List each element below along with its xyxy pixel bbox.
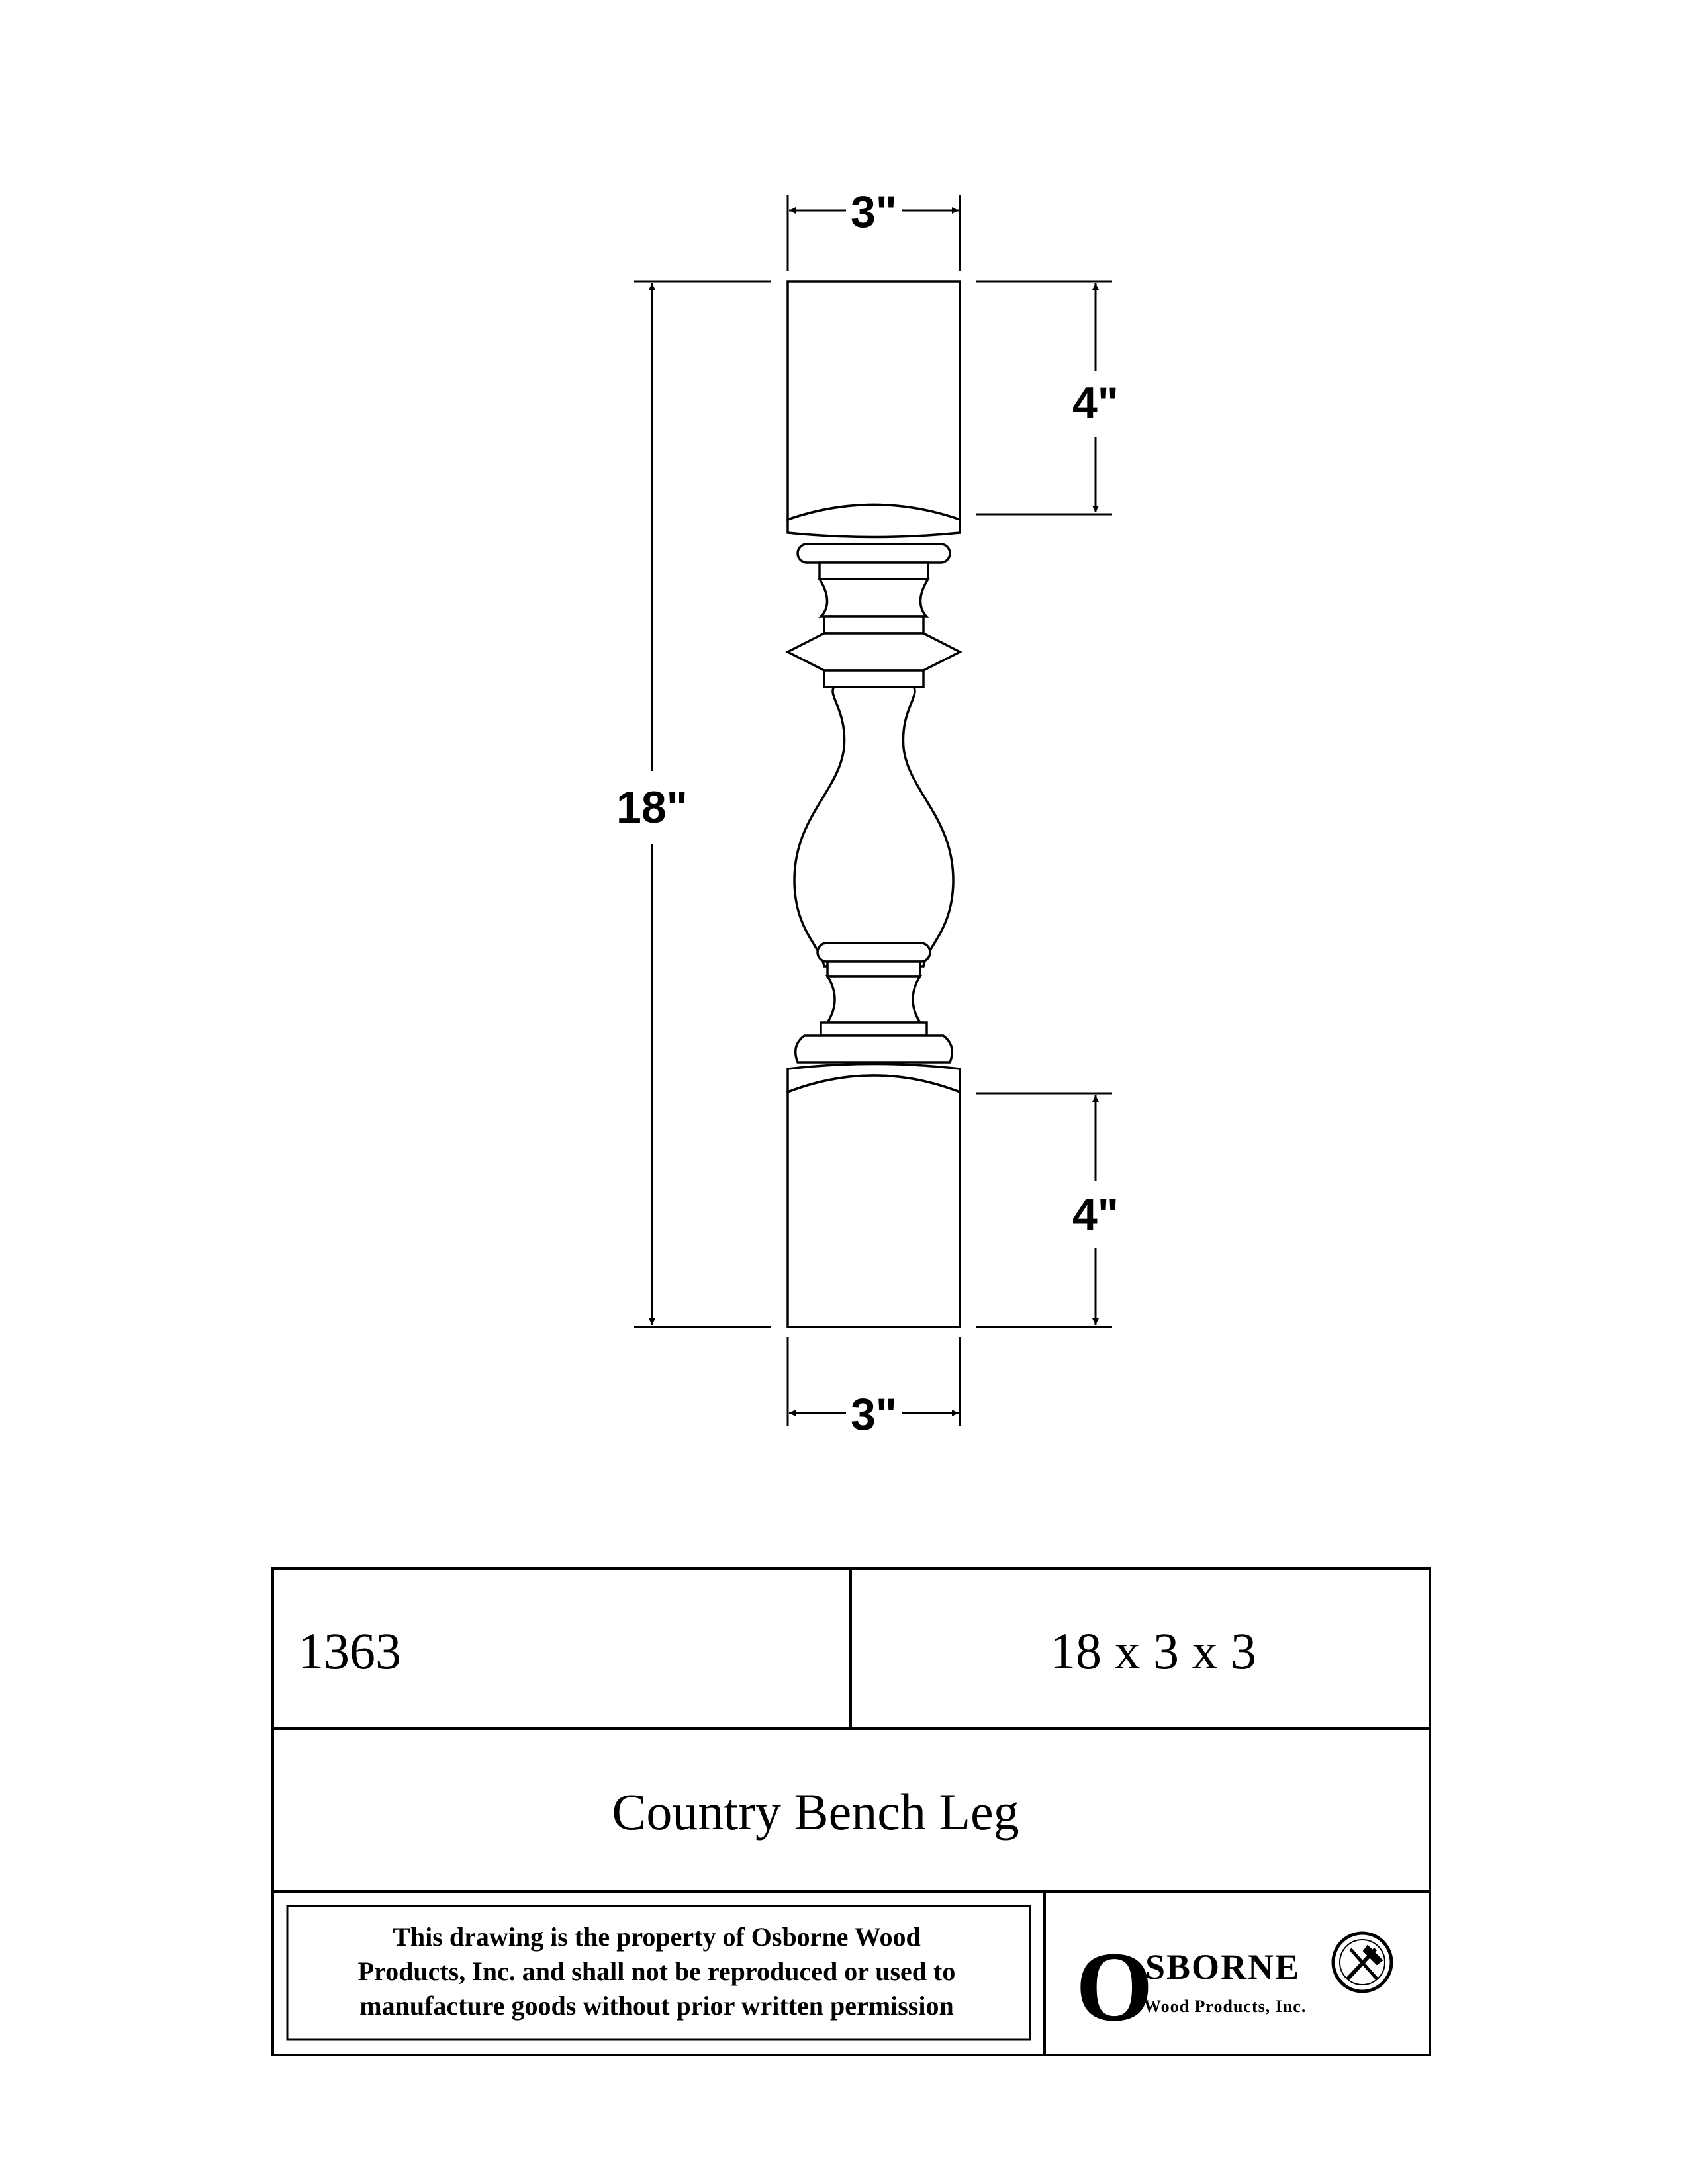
top-flare: [786, 503, 961, 539]
upper-collar: [823, 615, 925, 635]
top-fillet: [818, 561, 929, 580]
lower-collar-ring: [820, 1021, 928, 1037]
lower-collar: [823, 669, 925, 688]
lower-fillet: [826, 960, 921, 978]
lower-cove: [825, 975, 923, 1024]
logo-initial: O: [1076, 1932, 1153, 2042]
logo-name: SBORNE: [1145, 1947, 1300, 1987]
dim-top-block-height: 4": [1072, 378, 1119, 428]
part-size: 18 x 3 x 3: [1050, 1622, 1256, 1680]
title-block: [271, 1567, 1431, 2056]
top-square-block: [786, 280, 961, 522]
dimension-lines: [634, 195, 1112, 1426]
part-name: Country Bench Leg: [612, 1783, 1019, 1841]
dim-overall-height: 18": [616, 782, 688, 833]
disc-ring: [785, 632, 962, 672]
bench-leg-profile: [785, 280, 962, 1328]
dim-top-width: 3": [851, 187, 897, 237]
part-number: 1363: [298, 1622, 401, 1680]
base-bead: [794, 1034, 954, 1064]
dimension-labels: 3" 4" 18" 4" 3": [616, 187, 1119, 1439]
lower-bead: [816, 942, 931, 963]
notice-line-3: manufacture goods without prior written …: [359, 1991, 953, 2021]
hammer-emblem-icon: [1331, 1931, 1393, 1993]
notice-line-2: Products, Inc. and shall not be reproduc…: [358, 1956, 956, 1986]
property-notice: This drawing is the property of Osborne …: [358, 1922, 956, 2021]
dim-bottom-block-height: 4": [1072, 1189, 1119, 1240]
notice-box: [286, 1905, 1031, 2041]
top-bead: [796, 543, 951, 564]
dim-bottom-width: 3": [851, 1389, 897, 1439]
upper-cove: [817, 578, 931, 618]
notice-line-1: This drawing is the property of Osborne …: [393, 1922, 921, 1952]
logo-subtitle: Wood Products, Inc.: [1144, 1997, 1306, 2016]
bottom-square-block: [786, 1074, 961, 1328]
osborne-logo: O SBORNE Wood Products, Inc.: [1076, 1931, 1393, 2042]
vase-body: [793, 686, 955, 968]
